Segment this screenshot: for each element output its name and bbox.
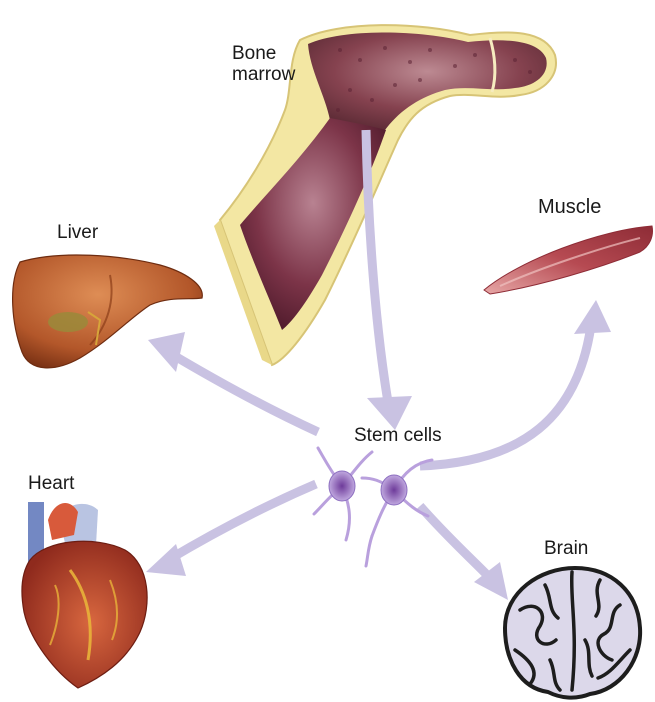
label-bone-marrow: Bone marrow (232, 44, 295, 86)
arrow-stem-to-muscle-head (574, 300, 611, 334)
arrow-stem-to-muscle (420, 318, 592, 466)
label-muscle: Muscle (538, 196, 601, 218)
label-bone-line1: Bone (232, 44, 295, 65)
label-brain: Brain (544, 539, 588, 560)
arrow-stem-to-liver-head (148, 332, 185, 372)
arrow-stem-to-brain (420, 506, 492, 580)
label-stem-cells: Stem cells (354, 426, 442, 447)
label-liver: Liver (57, 223, 98, 244)
stem-cell-2 (381, 475, 407, 505)
stem-cell-1 (329, 471, 355, 501)
label-bone-line2: marrow (232, 65, 295, 86)
stem-cells-image (314, 448, 432, 566)
arrow-stem-to-heart (168, 484, 316, 560)
label-heart: Heart (28, 474, 74, 495)
heart-image (22, 502, 147, 688)
arrow-stem-to-liver (168, 352, 318, 432)
brain-image (505, 568, 640, 698)
muscle-image (484, 226, 653, 294)
